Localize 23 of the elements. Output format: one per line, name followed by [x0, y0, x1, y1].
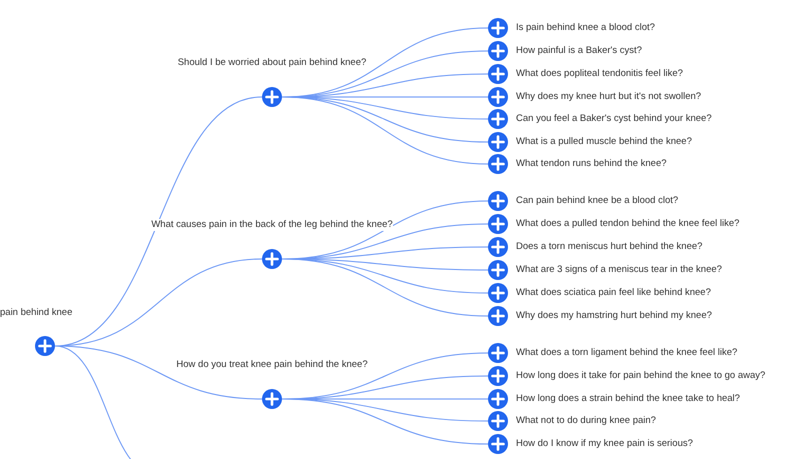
topic-label: What is a pulled muscle behind the knee? — [516, 136, 692, 148]
topic-label: What not to do during knee pain? — [516, 415, 656, 427]
topic-label: pain behind knee — [0, 307, 72, 319]
topic-label: Can you feel a Baker's cyst behind your knee? — [516, 113, 712, 125]
topic-label: What are 3 signs of a meniscus tear in the knee? — [516, 264, 722, 276]
topic-label: Why does my hamstring hurt behind my knee? — [516, 310, 712, 322]
connector-line — [282, 96, 488, 164]
topic-label: What does popliteal tendonitis feel like? — [516, 68, 683, 80]
topic-label: Is pain behind knee a blood clot? — [516, 22, 655, 34]
topic-label: How do you treat knee pain behind the knee? — [176, 359, 368, 371]
topic-label: What does a pulled tendon behind the knee feel like? — [516, 218, 740, 230]
connector-line — [282, 258, 488, 316]
topic-label: What causes pain in the back of the leg behind the knee? — [151, 219, 393, 231]
topic-label: What does sciatica pain feel like behind knee? — [516, 287, 711, 299]
topic-label: Can pain behind knee be a blood clot? — [516, 195, 678, 207]
topic-label: Should I be worried about pain behind knee? — [178, 57, 366, 69]
topic-label: How long does a strain behind the knee take to heal? — [516, 393, 740, 405]
topic-label: How painful is a Baker's cyst? — [516, 45, 642, 57]
topic-label: How long does it take for pain behind the knee to go away? — [516, 370, 766, 382]
connector-line — [282, 398, 488, 444]
topic-label: Why does my knee hurt but it's not swollen? — [516, 91, 702, 103]
topic-label: What does a torn ligament behind the knee feel like? — [516, 347, 738, 359]
topic-label: How do I know if my knee pain is serious? — [516, 438, 693, 450]
